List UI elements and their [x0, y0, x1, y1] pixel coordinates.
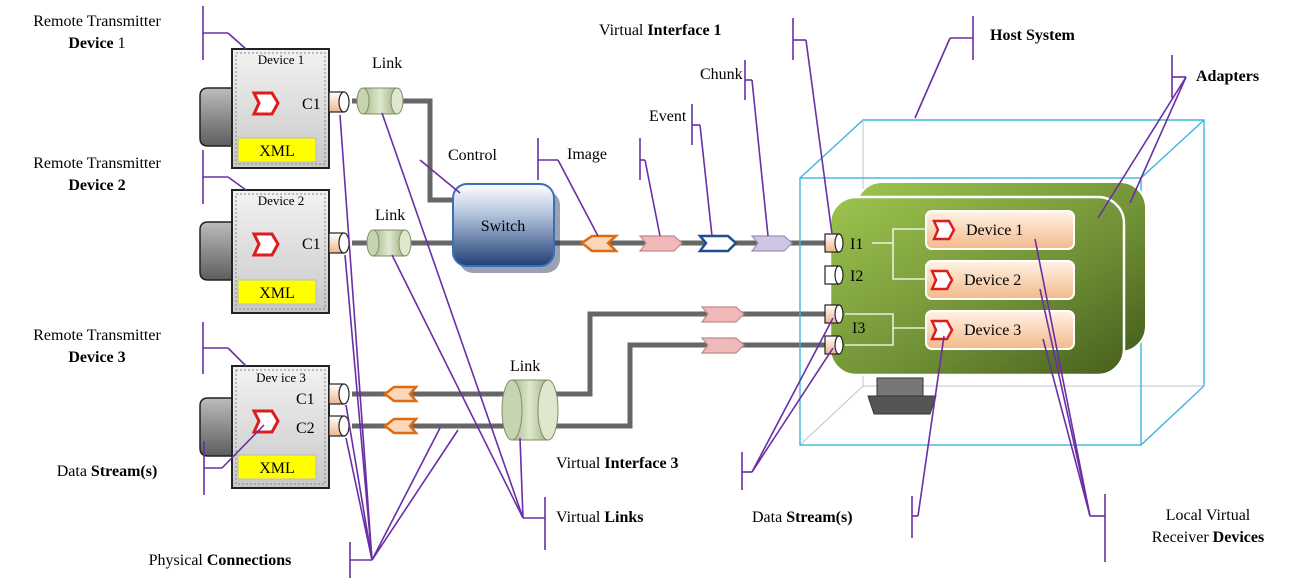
virtual-links-label: Virtual Links	[556, 509, 644, 526]
virtual-interface-3-label: Virtual Interface 3	[556, 455, 679, 472]
local-device-3: Device 3	[925, 310, 1075, 350]
device-3-c1-label: C1	[296, 391, 315, 408]
remote-device-3: Dev ice 3 C1 C2 XML	[199, 365, 350, 489]
event-label: Event	[649, 108, 687, 125]
rtd2-label-line2: Device 2	[68, 177, 125, 194]
device-1-title: Device 1	[258, 52, 305, 67]
link-cylinder-2	[366, 229, 412, 257]
device-3-title: Dev ice 3	[256, 370, 306, 385]
rtd3-label-line2: Device 3	[68, 349, 125, 366]
remote-device-2: Device 2 C1 XML	[199, 189, 350, 314]
device-2-xml-label: XML	[259, 285, 295, 302]
interface-i2-label: I2	[850, 268, 863, 285]
control-label: Control	[448, 147, 497, 164]
callout-lines	[202, 6, 1187, 578]
image-label: Image	[567, 146, 607, 163]
local-device-3-label: Device 3	[964, 322, 1021, 339]
stream-chevrons	[382, 234, 793, 435]
rtd3-label-line1: Remote Transmitter	[33, 327, 161, 344]
local-device-2-label: Device 2	[964, 272, 1021, 289]
device-1-xml-label: XML	[259, 143, 295, 160]
link-cylinder-1	[356, 87, 404, 115]
device-3-xml-label: XML	[259, 460, 295, 477]
virtual-interface-1-label: Virtual Interface 1	[599, 22, 722, 39]
lvrd-label-line1: Local Virtual	[1166, 507, 1251, 524]
local-device-1: Device 1	[925, 210, 1075, 250]
switch: Switch	[452, 183, 560, 273]
interface-i3-label: I3	[852, 320, 865, 337]
link-1-label: Link	[372, 55, 402, 72]
remote-device-1: Device 1 C1 XML	[199, 48, 350, 169]
data-streams-left-label: Data Stream(s)	[57, 463, 158, 480]
switch-label: Switch	[481, 218, 525, 235]
host-system-label: Host System	[990, 27, 1076, 44]
host-system: I1 I2 I3 Device 1 Device 2 Device 3	[799, 119, 1205, 446]
link-2-label: Link	[375, 207, 405, 224]
local-device-2: Device 2	[925, 260, 1075, 300]
device-2-c1-label: C1	[302, 236, 321, 253]
labels: Remote Transmitter Device 1 Remote Trans…	[33, 13, 1264, 569]
device-2-title: Device 2	[258, 193, 305, 208]
physical-connections-label: Physical Connections	[149, 552, 292, 569]
data-streams-mid-label: Data Stream(s)	[752, 509, 853, 526]
device-1-c1-label: C1	[302, 96, 321, 113]
rtd2-label-line1: Remote Transmitter	[33, 155, 161, 172]
rtd1-label-line2: Device 1	[68, 35, 125, 52]
link-cylinder-3	[501, 379, 559, 441]
device-3-c2-label: C2	[296, 420, 315, 437]
interface-i1-label: I1	[850, 236, 863, 253]
link-3-label: Link	[510, 358, 540, 375]
rtd1-label-line1: Remote Transmitter	[33, 13, 161, 30]
local-device-1-label: Device 1	[966, 222, 1023, 239]
adapters-label: Adapters	[1196, 68, 1259, 85]
lvrd-label-line2: Receiver Devices	[1152, 529, 1264, 546]
chunk-label: Chunk	[700, 66, 743, 83]
